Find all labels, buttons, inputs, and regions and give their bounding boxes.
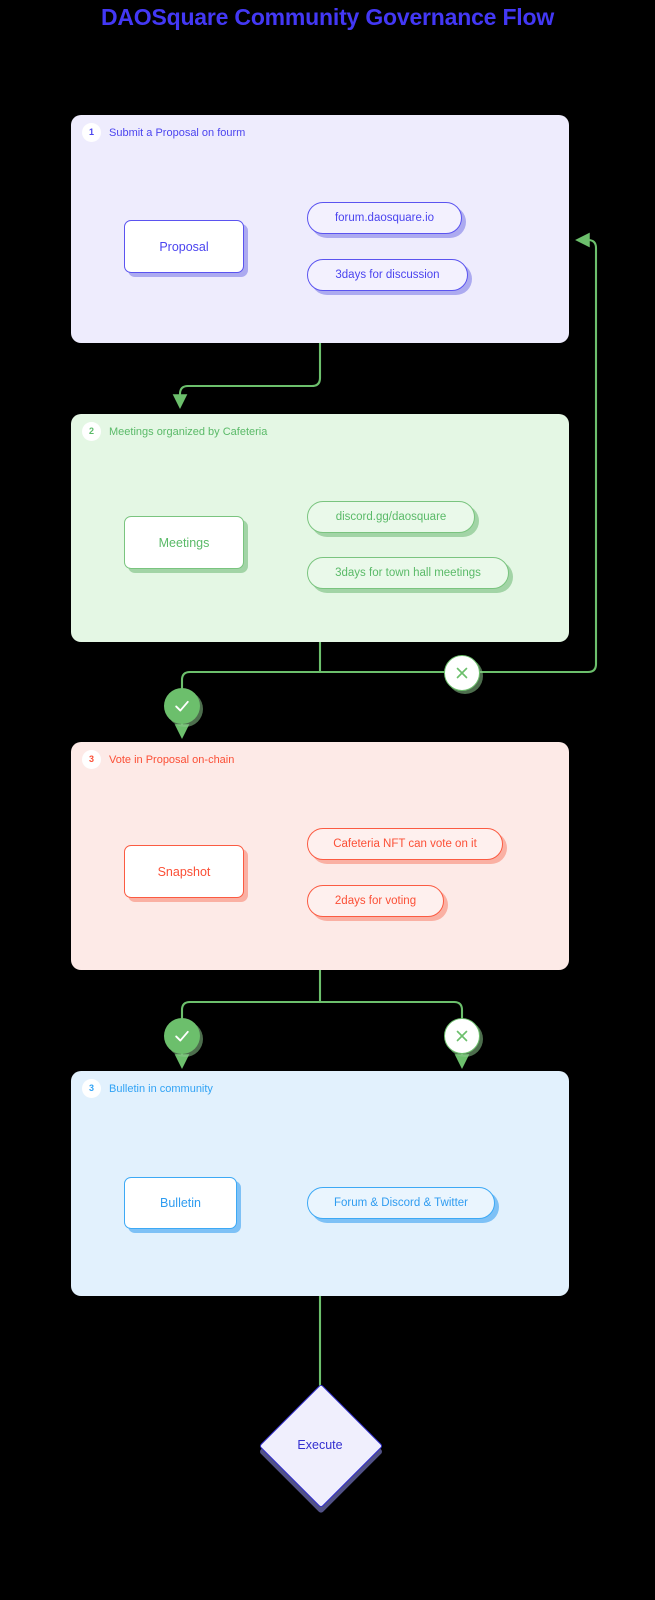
edge-meetings-to-yes <box>180 670 322 690</box>
node-discord-url-label: discord.gg/daosquare <box>335 511 447 523</box>
group-badge-2: 2 <box>83 423 100 440</box>
decision-meetings-no[interactable] <box>444 655 480 691</box>
node-discussion-duration[interactable]: 3days for discussion <box>307 259 468 291</box>
node-channels[interactable]: Forum & Discord & Twitter <box>307 1187 495 1219</box>
group-label-4: 3 Bulletin in community <box>83 1080 213 1097</box>
edge-vote-to-yes <box>180 1000 322 1020</box>
node-meetings[interactable]: Meetings <box>124 516 244 569</box>
edge-vote-to-no <box>318 1000 464 1020</box>
decision-vote-no[interactable] <box>444 1018 480 1054</box>
group-badge-4: 3 <box>83 1080 100 1097</box>
node-execute[interactable]: Execute <box>258 1383 384 1509</box>
cross-icon <box>456 667 468 679</box>
group-title-3: Vote in Proposal on-chain <box>109 753 235 766</box>
node-snapshot-label: Snapshot <box>157 864 211 879</box>
group-badge-3: 3 <box>83 751 100 768</box>
edge-proposal-to-meetings <box>172 341 322 409</box>
group-title-2: Meetings organized by Cafeteria <box>109 425 268 438</box>
group-label-3: 3 Vote in Proposal on-chain <box>83 751 234 768</box>
node-execute-label: Execute <box>297 1438 343 1452</box>
node-forum-url[interactable]: forum.daosquare.io <box>307 202 462 234</box>
node-proposal[interactable]: Proposal <box>124 220 244 273</box>
node-channels-label: Forum & Discord & Twitter <box>334 1197 468 1209</box>
node-bulletin[interactable]: Bulletin <box>124 1177 237 1229</box>
node-bulletin-label: Bulletin <box>160 1196 201 1210</box>
group-title-4: Bulletin in community <box>109 1082 213 1095</box>
group-badge-1: 1 <box>83 124 100 141</box>
node-nft-voting-rule-label: Cafeteria NFT can vote on it <box>333 838 477 850</box>
check-icon <box>175 1030 189 1042</box>
node-voting-duration[interactable]: 2days for voting <box>307 885 444 917</box>
decision-vote-yes[interactable] <box>164 1018 200 1054</box>
node-meetings-label: Meetings <box>158 535 210 550</box>
node-snapshot[interactable]: Snapshot <box>124 845 244 898</box>
node-discord-url[interactable]: discord.gg/daosquare <box>307 501 475 533</box>
node-discussion-duration-label: 3days for discussion <box>335 269 440 281</box>
node-townhall-duration[interactable]: 3days for town hall meetings <box>307 557 509 589</box>
node-voting-duration-label: 2days for voting <box>334 895 417 907</box>
group-title-1: Submit a Proposal on fourm <box>109 126 246 139</box>
decision-meetings-yes[interactable] <box>164 688 200 724</box>
cross-icon <box>456 1030 468 1042</box>
node-nft-voting-rule[interactable]: Cafeteria NFT can vote on it <box>307 828 503 860</box>
group-label-1: 1 Submit a Proposal on fourm <box>83 124 245 141</box>
node-proposal-label: Proposal <box>159 239 209 254</box>
node-forum-url-label: forum.daosquare.io <box>334 212 435 224</box>
group-label-2: 2 Meetings organized by Cafeteria <box>83 423 267 440</box>
check-icon <box>175 700 189 712</box>
page-title: DAOSquare Community Governance Flow <box>100 4 555 30</box>
node-townhall-duration-label: 3days for town hall meetings <box>335 567 481 579</box>
